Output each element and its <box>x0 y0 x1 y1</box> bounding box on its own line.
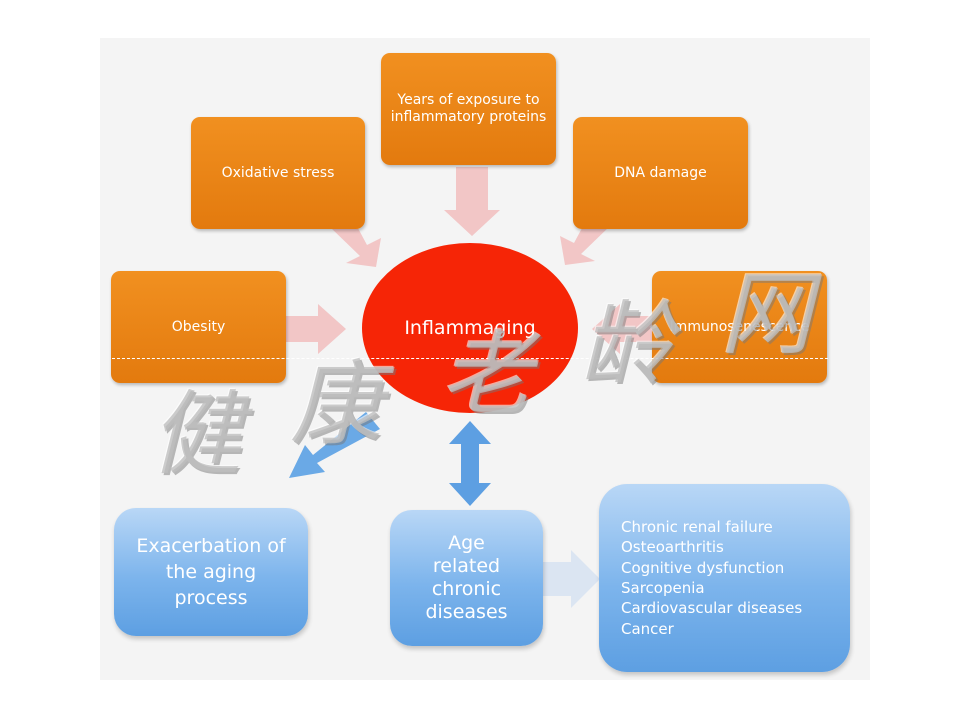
outcome-box-disease-list: Chronic renal failure Osteoarthritis Cog… <box>599 484 850 672</box>
cause-box-obesity: Obesity <box>111 271 286 383</box>
center-inflammaging: Inflammaging <box>362 243 578 413</box>
center-label: Inflammaging <box>404 317 536 339</box>
outcome-box-exacerbation: Exacerbation of the aging process <box>114 508 308 636</box>
cause-box-immunosenescence: Immunosenescence <box>652 271 827 383</box>
cause-box-oxidative-stress: Oxidative stress <box>191 117 365 229</box>
disease-list-item: Sarcopenia <box>621 579 705 597</box>
cause-label: Oxidative stress <box>221 164 335 181</box>
disease-list-item: Cardiovascular diseases <box>621 599 803 618</box>
cause-label: Obesity <box>171 318 226 335</box>
cause-label: Years of exposure to inflammatory protei… <box>390 92 547 125</box>
cause-label: DNA damage <box>614 164 707 181</box>
cause-box-dna-damage: DNA damage <box>573 117 748 229</box>
cause-box-years-exposure: Years of exposure to inflammatory protei… <box>381 53 556 165</box>
arrow-center-to-disease-double <box>449 421 491 506</box>
outcome-label: Age related chronic diseases <box>425 532 508 623</box>
arrow-obesity-to-center <box>286 304 346 354</box>
watermark-char: 老 <box>440 321 533 428</box>
watermark-char: 康 <box>290 351 383 458</box>
disease-list-item: Cancer <box>621 619 674 638</box>
watermark-char: 龄 <box>580 291 673 398</box>
disease-list-item: Osteoarthritis <box>621 538 724 557</box>
disease-list-item: Chronic renal failure <box>621 517 773 536</box>
watermark-char: 健 <box>150 381 243 488</box>
dashed-divider <box>112 358 828 359</box>
disease-list-item: Cognitive dysfunction <box>621 558 785 577</box>
arrow-oxidative-to-center <box>331 217 381 267</box>
arrow-disease-to-list <box>543 550 600 608</box>
cause-label: Immunosenescence <box>669 318 810 335</box>
disease-list: Chronic renal failure Osteoarthritis Cog… <box>621 517 802 639</box>
arrow-years-to-center <box>444 167 500 236</box>
outcome-label: Exacerbation of the aging process <box>136 535 286 609</box>
watermark-char: 网 <box>720 261 813 368</box>
arrow-immuno-to-center <box>592 304 652 354</box>
arrow-center-to-exacerbation <box>289 412 380 478</box>
outcome-box-age-related: Age related chronic diseases <box>390 510 543 646</box>
watermark: 健 康 老 龄 网 <box>150 245 840 488</box>
